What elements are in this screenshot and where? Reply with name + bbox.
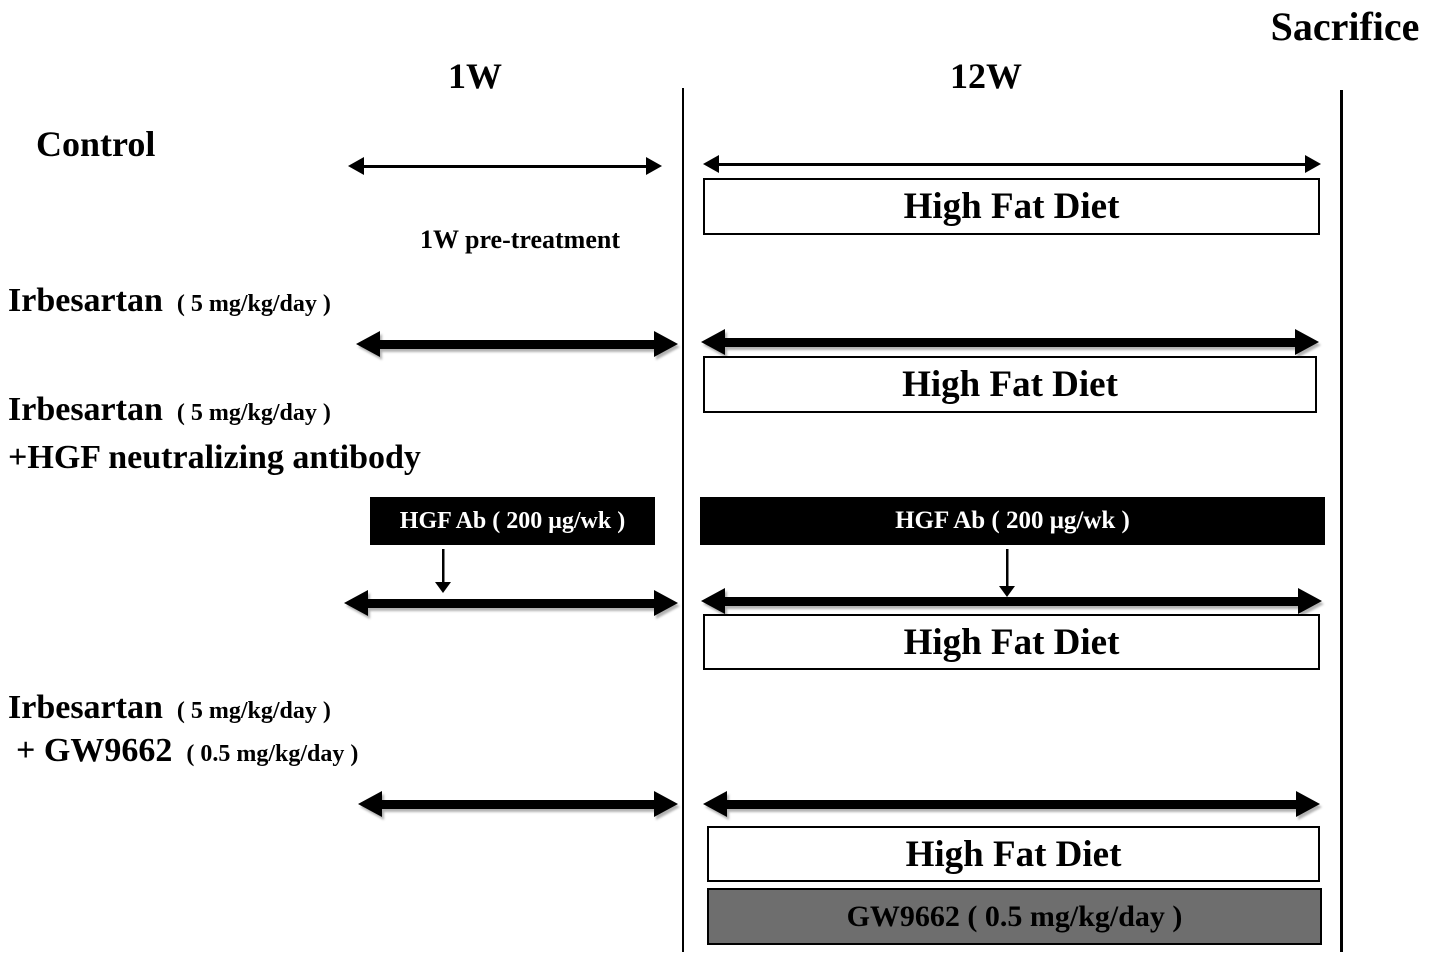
group-control-label: Control (36, 124, 156, 164)
group-irbesartan-hgf-label-line2: +HGF neutralizing antibody (8, 439, 421, 476)
high-fat-diet-box-irbesartan-hgf: High Fat Diet (703, 614, 1320, 670)
sacrifice-label: Sacrifice (1270, 4, 1420, 49)
group-irbesartan-gw-dose: ( 5 mg/kg/day ) (176, 698, 331, 724)
group-irbesartan-hgf-name: Irbesartan (8, 391, 163, 428)
hgf-ab-box-week1: HGF Ab ( 200 μg/wk ) (370, 497, 655, 545)
pretreatment-label: 1W pre-treatment (419, 225, 620, 254)
high-fat-diet-box-irbesartan-gw: High Fat Diet (707, 826, 1320, 882)
group-irbesartan-gw-label-line2: + GW9662 ( 0.5 mg/kg/day ) (16, 733, 358, 769)
control-week1-arrow (348, 154, 662, 178)
group-gw9662-dose: ( 0.5 mg/kg/day ) (186, 741, 359, 767)
irbesartan-week12-arrow (701, 327, 1319, 357)
irbesartan-gw-week12-arrow (703, 789, 1320, 819)
group-irbesartan-dose: ( 5 mg/kg/day ) (176, 291, 331, 317)
hgf-injection-arrow-week1 (434, 549, 452, 593)
group-irbesartan-gw-label-line1: Irbesartan ( 5 mg/kg/day ) (8, 690, 331, 726)
week1-label: 1W (448, 56, 502, 96)
irbesartan-hgf-week1-arrow (344, 588, 678, 618)
high-fat-diet-box-irbesartan: High Fat Diet (703, 356, 1317, 413)
group-irbesartan-hgf-label-line1: Irbesartan ( 5 mg/kg/day ) (8, 392, 331, 428)
high-fat-diet-box-control: High Fat Diet (703, 178, 1320, 235)
group-irbesartan-hgf-dose: ( 5 mg/kg/day ) (176, 400, 331, 426)
group-irbesartan-label: Irbesartan ( 5 mg/kg/day ) (8, 283, 331, 319)
week12-label: 12W (950, 56, 1022, 96)
hgf-ab-box-week12: HGF Ab ( 200 μg/wk ) (700, 497, 1325, 545)
group-irbesartan-name: Irbesartan (8, 282, 163, 319)
group-gw9662-name: + GW9662 (16, 732, 173, 769)
irbesartan-week1-arrow (356, 329, 678, 359)
hgf-injection-arrow-week12 (998, 549, 1016, 597)
gw9662-box: GW9662 ( 0.5 mg/kg/day ) (707, 888, 1322, 945)
irbesartan-hgf-week12-arrow (701, 586, 1322, 616)
control-week12-arrow (703, 152, 1321, 176)
week1-week12-divider-line (682, 88, 684, 952)
group-irbesartan-gw-name: Irbesartan (8, 689, 163, 726)
irbesartan-gw-week1-arrow (358, 789, 678, 819)
sacrifice-timeline-line (1340, 90, 1343, 952)
